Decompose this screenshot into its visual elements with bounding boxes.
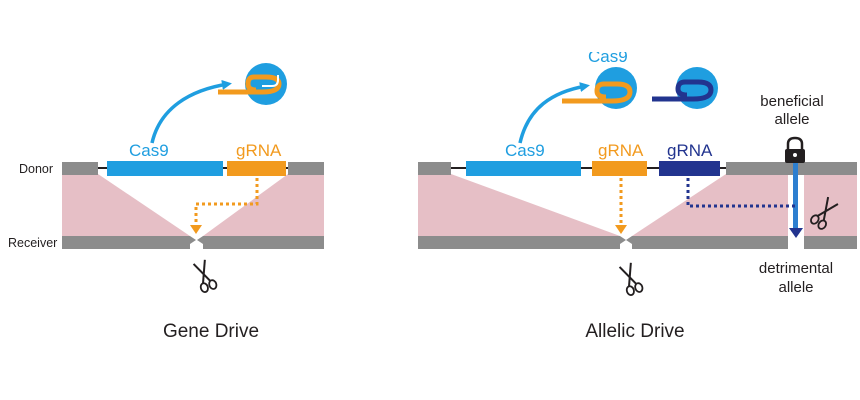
cas9-protein-icon-2	[652, 67, 718, 109]
lock-icon	[785, 136, 805, 163]
homology-region-left	[62, 174, 190, 236]
detrimental-label-line2: allele	[778, 279, 813, 296]
receiver-chromosome	[62, 236, 324, 249]
detrimental-label-line1: detrimental	[759, 260, 833, 277]
expression-arrow-icon	[518, 82, 590, 144]
cas9-gene-label: Cas9	[129, 141, 169, 160]
cas9-gene-label: Cas9	[505, 141, 545, 160]
cut-site-marker	[190, 225, 202, 234]
expression-arrow-icon	[150, 79, 232, 144]
receiver-chromosome	[418, 236, 857, 249]
grna-targeting-path	[194, 178, 259, 226]
donor-chromosome	[418, 162, 857, 175]
grna2-gene-label: gRNA	[667, 141, 713, 160]
beneficial-label-line1: beneficial	[760, 93, 823, 110]
cas9-gene-bar	[107, 161, 223, 176]
cut-site-marker	[615, 225, 627, 234]
allelic-drive-title: Allelic Drive	[585, 321, 684, 342]
cas9-protein-icon	[218, 63, 287, 105]
grna-gene-bar	[227, 161, 286, 176]
homology-region-left	[418, 174, 620, 236]
grna-gene-bar	[592, 161, 647, 176]
homology-region-far-right	[804, 174, 857, 236]
scissors-icon	[191, 257, 219, 295]
cut-site-marker-2	[789, 228, 803, 238]
grna2-gene-bar	[659, 161, 720, 176]
gene-drive-title: Gene Drive	[163, 321, 259, 342]
grna-gene-label: gRNA	[598, 141, 644, 160]
receiver-label: Receiver	[8, 236, 57, 250]
cas9-protein-icon	[562, 67, 637, 109]
cas9-gene-bar	[466, 161, 581, 176]
donor-label: Donor	[19, 162, 53, 176]
grna-gene-label: gRNA	[236, 141, 282, 160]
beneficial-label-line2: allele	[774, 111, 809, 128]
homology-region-right	[203, 174, 324, 236]
beneficial-allele-transfer	[793, 163, 798, 230]
allelic-drive-panel: Cas9 gRNA gRNA Cas9 beneficial allele	[418, 44, 857, 342]
gene-drive-panel: Donor Receiver Cas9 gRNA Gene Drive	[8, 63, 324, 342]
scissors-icon	[617, 260, 645, 298]
